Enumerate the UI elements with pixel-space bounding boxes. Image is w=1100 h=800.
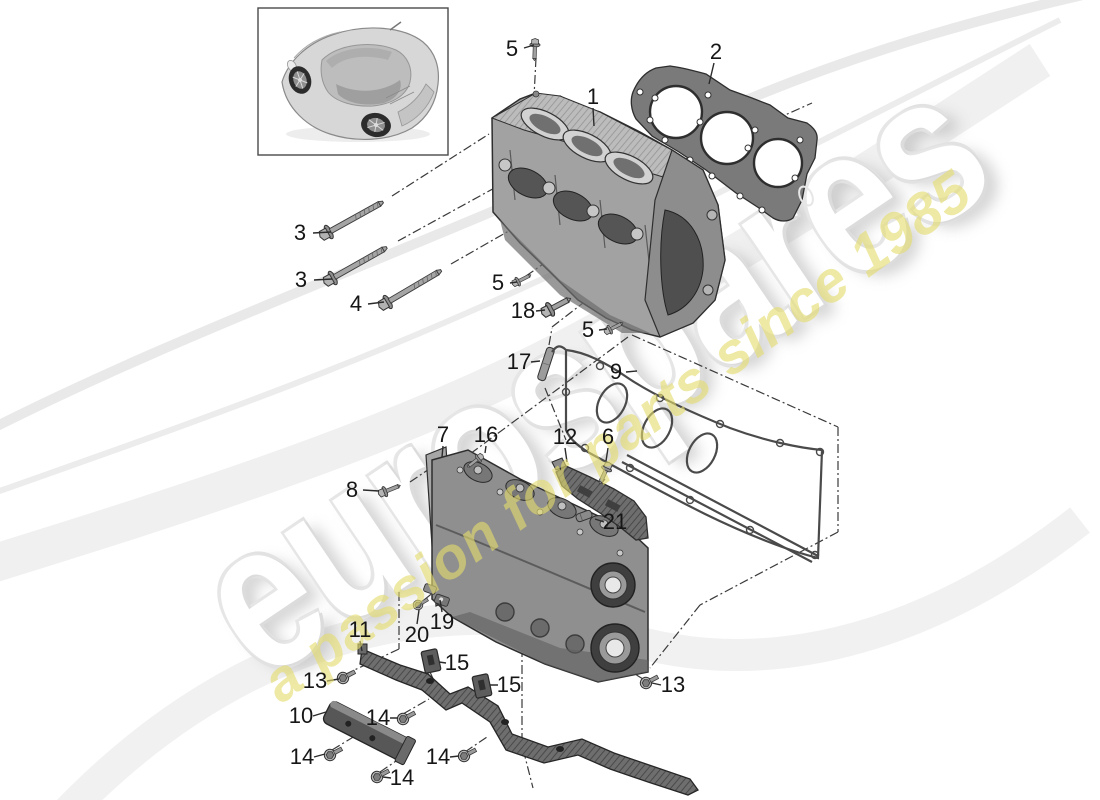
heat-shield-11-drawing — [357, 643, 699, 796]
car-illustration — [281, 21, 440, 142]
heat-shield-10-drawing — [322, 700, 416, 766]
valve-cover-gasket-drawing — [551, 345, 825, 563]
part-label-14[interactable]: 14 — [289, 744, 315, 769]
part-label-15[interactable]: 15 — [496, 672, 522, 697]
part-label-11[interactable]: 11 — [348, 617, 372, 642]
camshaft-housing-drawing — [425, 446, 649, 683]
sealing-plate-drawing — [551, 457, 649, 541]
part-label-5[interactable]: 5 — [505, 36, 519, 61]
part-label-14[interactable]: 14 — [365, 705, 391, 730]
part-label-17[interactable]: 17 — [506, 349, 532, 374]
car-thumbnail — [257, 7, 449, 156]
part-label-8[interactable]: 8 — [345, 477, 359, 502]
part-label-5[interactable]: 5 — [581, 317, 595, 342]
retainer-plate-drawing — [420, 648, 493, 699]
part-label-21[interactable]: 21 — [602, 509, 628, 534]
part-label-5[interactable]: 5 — [491, 270, 505, 295]
cylinder-head-drawing — [490, 90, 726, 338]
part-label-12[interactable]: 12 — [552, 424, 578, 449]
part-label-16[interactable]: 16 — [473, 422, 499, 447]
part-label-6[interactable]: 6 — [601, 424, 615, 449]
stud-17 — [537, 346, 555, 382]
leader-lines — [312, 44, 715, 779]
part-label-3[interactable]: 3 — [293, 220, 307, 245]
part-label-13[interactable]: 13 — [660, 672, 686, 697]
part-label-14[interactable]: 14 — [425, 744, 451, 769]
part-label-19[interactable]: 19 — [429, 609, 455, 634]
part-label-14[interactable]: 14 — [389, 765, 415, 790]
part-label-4[interactable]: 4 — [349, 291, 363, 316]
part-label-18[interactable]: 18 — [510, 298, 536, 323]
part-label-7[interactable]: 7 — [436, 422, 450, 447]
part-label-1[interactable]: 1 — [586, 84, 600, 109]
part-label-15[interactable]: 15 — [444, 650, 470, 675]
part-label-9[interactable]: 9 — [609, 359, 623, 384]
part-label-3[interactable]: 3 — [294, 267, 308, 292]
part-label-20[interactable]: 20 — [404, 622, 430, 647]
cover-fasteners — [376, 451, 486, 612]
part-label-2[interactable]: 2 — [709, 39, 723, 64]
part-label-13[interactable]: 13 — [302, 668, 328, 693]
part-label-10[interactable]: 10 — [288, 703, 314, 728]
head-gasket-drawing — [630, 65, 818, 222]
